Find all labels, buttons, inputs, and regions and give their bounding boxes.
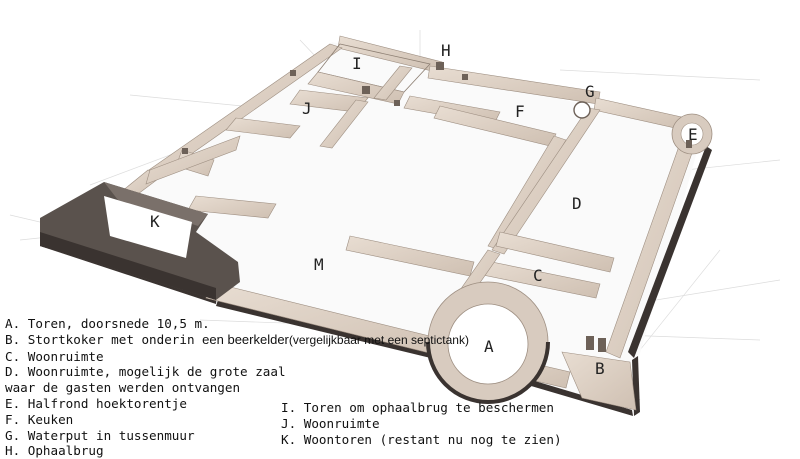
label-c: C [533,266,543,285]
legend-item-f: F. Keuken [5,411,74,427]
legend-item-d: D. Woonruimte, mogelijk de grote zaal [5,364,286,380]
woontoren-k [40,182,240,300]
outer-walls [115,35,699,411]
legend-right: I. Toren om ophaalbrug te beschermen J. … [281,400,562,447]
legend-item-c: C. Woonruimte [5,348,104,364]
label-d: D [572,194,582,213]
legend-item-a: A. Toren, doorsnede 10,5 m. [5,316,210,331]
label-a: A [484,337,494,356]
legend-item-i: I. Toren om ophaalbrug te beschermen [281,400,554,415]
legend-item-b-extra: een beerkelder [202,331,289,347]
legend-item-g: G. Waterput in tussenmuur [5,427,195,443]
well-g [573,101,591,119]
label-k: K [150,212,160,231]
label-i: I [352,54,362,73]
legend-item-b: B. Stortkoker met onderin een beerkelder… [5,331,469,347]
tower-e [671,113,713,155]
legend-item-k: K. Woontoren (restant nu nog te zien) [281,431,562,447]
label-j: J [302,99,312,118]
legend-left: A. Toren, doorsnede 10,5 m. B. Stortkoke… [5,316,469,459]
label-e: E [688,125,698,144]
label-f: F [515,102,525,121]
wall-details [182,62,692,352]
legend-item-e: E. Halfrond hoektorentje [5,395,187,411]
legend-item-d-cont: waar de gasten werden ontvangen [5,380,241,396]
legend-item-h: H. Ophaalbrug [5,443,104,459]
legend-item-b-note: (vergelijkbaar met een septictank) [288,332,469,347]
legend-item-j: J. Woonruimte [281,415,380,431]
label-b: B [595,359,605,378]
label-m: M [314,255,324,274]
label-g: G [585,82,595,101]
label-h: H [441,41,451,60]
tower-a [426,281,550,404]
